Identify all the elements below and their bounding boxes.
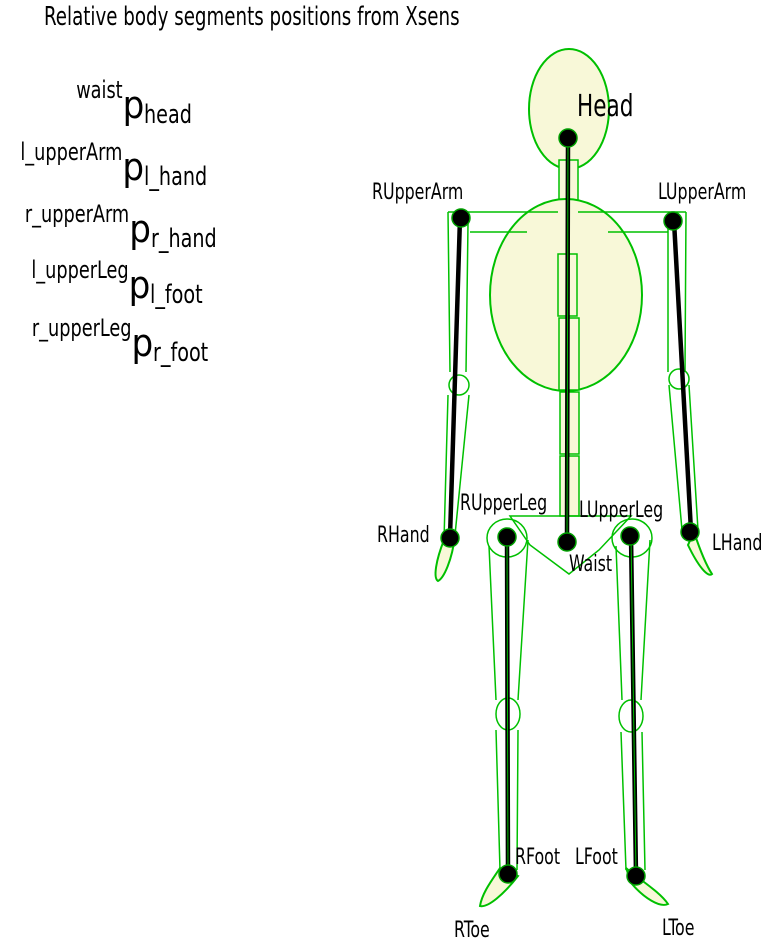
left-leg-bone-highlight xyxy=(630,535,637,876)
equation-base: p xyxy=(122,145,145,189)
left-forearm-shape xyxy=(668,384,699,531)
equation-waist-head: waistphead xyxy=(66,78,203,128)
left-arm-bone xyxy=(671,218,694,534)
right-leg-bone-highlight xyxy=(506,536,509,874)
left-thigh-shape xyxy=(615,539,651,701)
label-waist: Waist xyxy=(569,551,612,576)
equation-subscript: l_hand xyxy=(144,162,208,192)
equation-base: p xyxy=(128,263,151,307)
joint-labels: Head RUpperArm LUpperArm RHand LHand RUp… xyxy=(372,89,762,940)
label-r-toe: RToe xyxy=(454,917,490,940)
equation-superscript: r_upperLeg xyxy=(31,314,132,342)
right-foot-joint xyxy=(498,864,518,884)
left-elbow-shape xyxy=(668,368,690,390)
label-l-hand: LHand xyxy=(712,530,762,555)
spine-segment xyxy=(559,455,580,517)
waist-joint xyxy=(557,532,577,552)
extremities xyxy=(434,529,714,908)
equation-subscript: r_hand xyxy=(150,224,217,254)
equation-superscript: r_upperArm xyxy=(24,200,130,228)
equation-superscript: l_upperLeg xyxy=(31,256,129,284)
label-r-upper-leg: RUpperLeg xyxy=(460,490,547,515)
left-upper-arm-shape xyxy=(667,211,687,373)
label-l-toe: LToe xyxy=(662,915,694,940)
equation-base: p xyxy=(131,321,154,365)
right-upper-arm-joint xyxy=(451,208,471,228)
right-shin-shape xyxy=(495,729,519,871)
equation-subscript: r_foot xyxy=(153,338,209,368)
left-upper-leg-joint xyxy=(620,526,640,546)
left-knee-shape xyxy=(618,699,644,733)
left-shin-shape xyxy=(620,731,646,871)
equation-base: p xyxy=(129,207,151,251)
right-elbow-shape xyxy=(448,374,470,396)
equation-subscript: head xyxy=(144,100,193,130)
diagram-title: Relative body segments positions from Xs… xyxy=(44,2,460,32)
left-shoulder-shape xyxy=(578,211,686,233)
label-l-foot: LFoot xyxy=(575,844,618,869)
joints xyxy=(440,128,700,886)
right-thigh-shape xyxy=(488,539,529,701)
equation-superscript: waist xyxy=(76,76,123,104)
left-hand-shape xyxy=(686,529,714,576)
left-foot-joint xyxy=(626,866,646,886)
label-l-upper-arm: LUpperArm xyxy=(658,179,746,204)
label-r-upper-arm: RUpperArm xyxy=(372,179,463,204)
equation-luleg-lfoot: l_upperLegpl_foot xyxy=(10,258,215,308)
right-arm-bone xyxy=(447,215,463,540)
left-upper-arm-joint xyxy=(663,211,683,231)
right-hand-joint xyxy=(440,528,460,548)
bone-highlights xyxy=(506,137,637,876)
left-hand-joint xyxy=(680,522,700,542)
label-r-hand: RHand xyxy=(377,522,430,547)
label-l-upper-leg: LUpperLeg xyxy=(579,497,663,522)
equation-ruarm-rhand: r_upperArmpr_hand xyxy=(2,202,231,252)
label-r-foot: RFoot xyxy=(515,844,560,869)
label-head: Head xyxy=(577,89,633,123)
right-upper-leg-joint xyxy=(497,527,517,547)
equation-superscript: l_upperArm xyxy=(20,138,123,166)
equation-base: p xyxy=(122,83,145,127)
right-forearm-shape xyxy=(443,394,470,541)
equation-ruleg-rfoot: r_upperLegpr_foot xyxy=(10,316,221,366)
equation-subscript: l_foot xyxy=(150,280,204,310)
right-upper-arm-shape xyxy=(447,211,469,373)
equation-luarm-lhand: l_upperArmpl_hand xyxy=(0,140,221,190)
spine-bone-highlight xyxy=(566,137,569,542)
head-joint xyxy=(558,128,578,148)
